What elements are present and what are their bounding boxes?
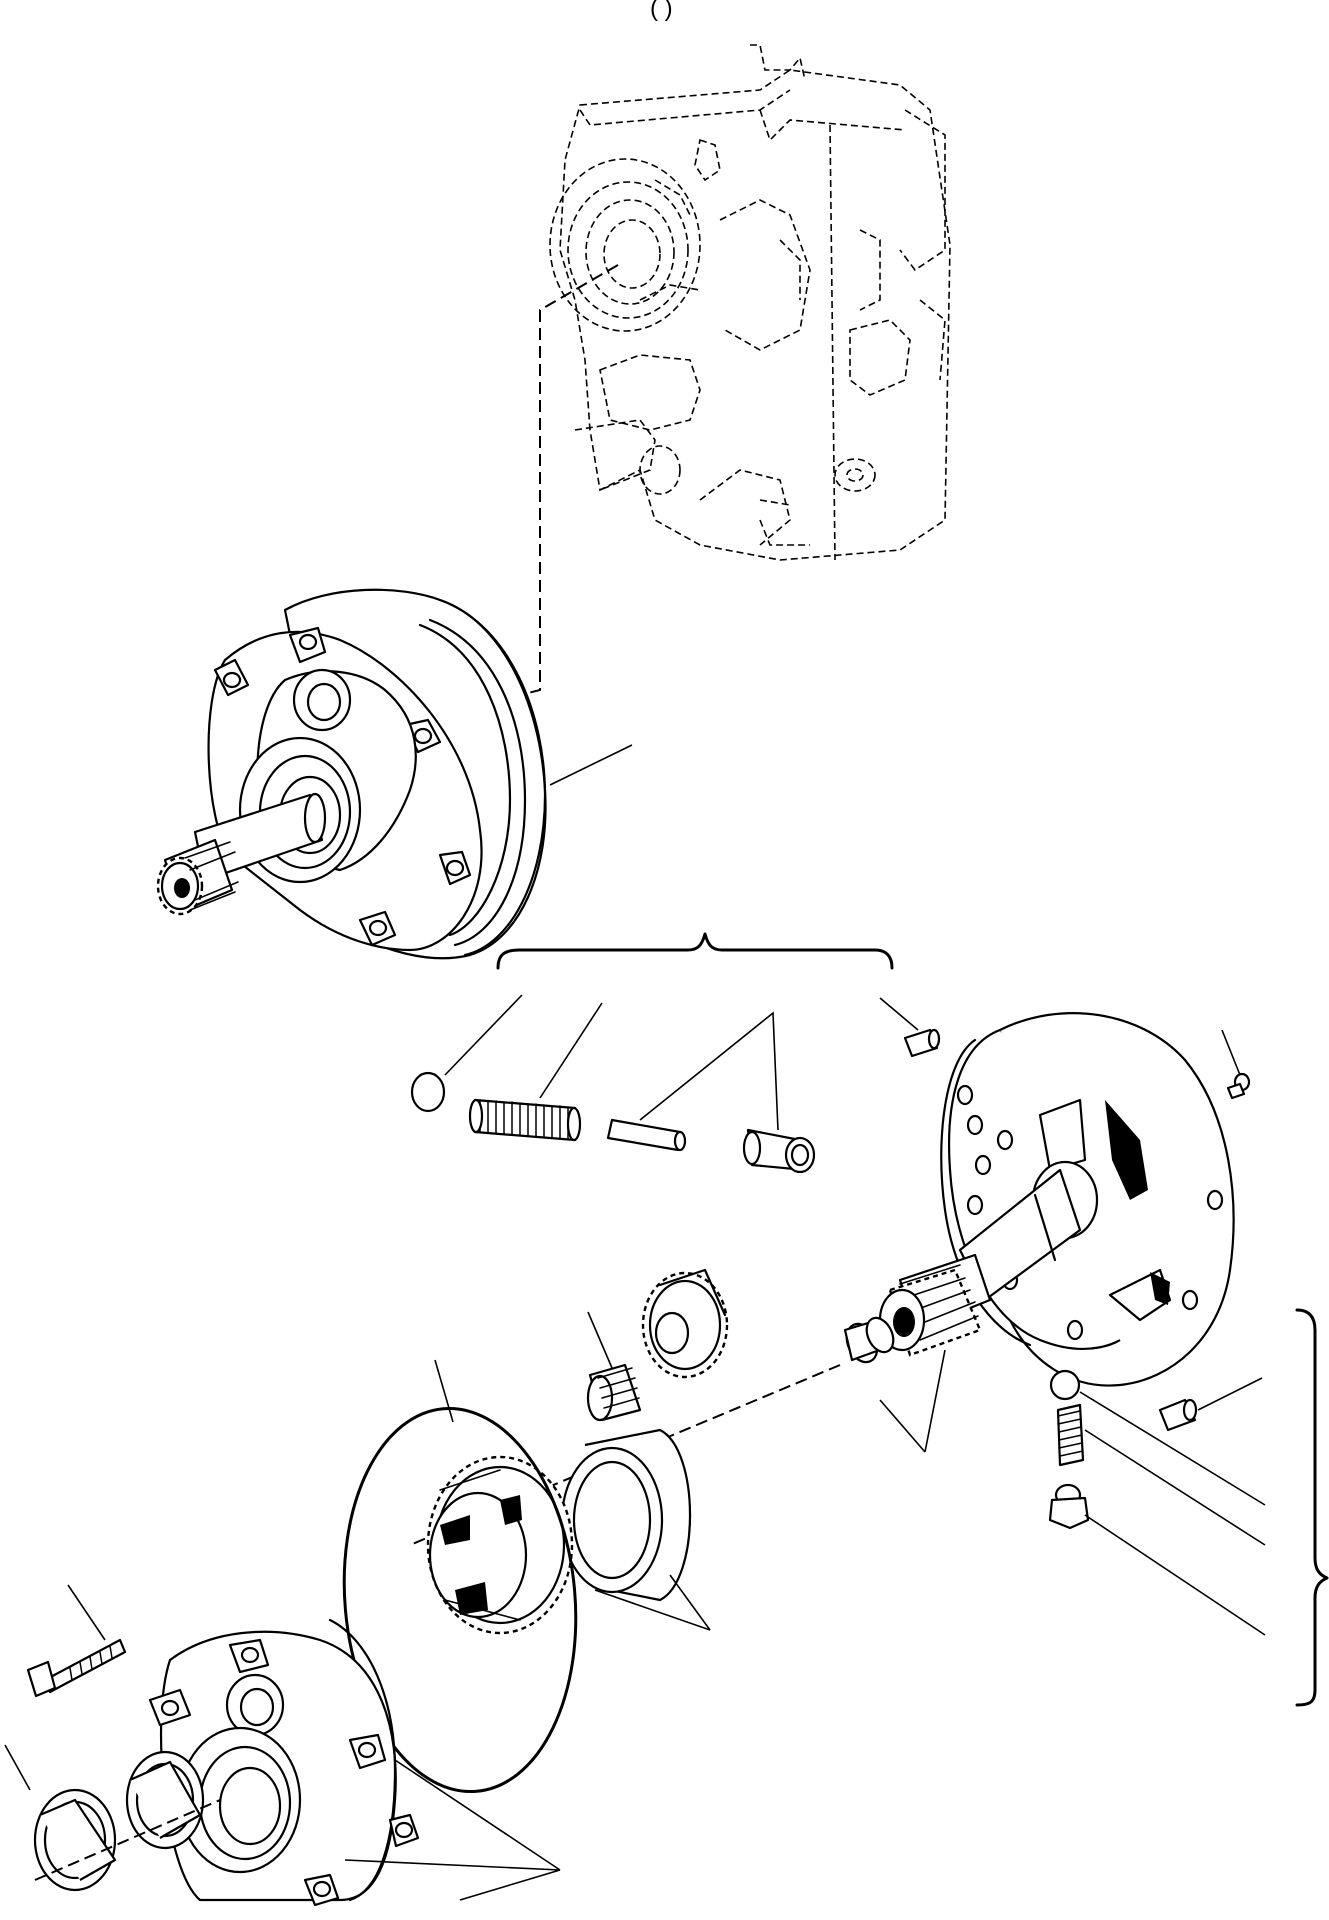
pump-assembly [156,588,547,960]
check-dowel-pin [1158,1398,1198,1432]
dowel-pin [903,1028,941,1058]
mounting-line [519,264,619,696]
transmission-case [549,44,951,561]
leader-pump-assembly [549,744,633,786]
drive-shaft [878,1160,1099,1357]
bracket-check-valve [1295,1308,1329,1707]
relief-valve-plug [742,1128,816,1174]
check-spring [1056,1403,1085,1467]
inner-gear [426,1455,574,1635]
check-ball [1049,1369,1081,1401]
bracket-relief-valve [496,932,894,970]
bushing [560,1428,692,1602]
top-label: ( ) [650,0,673,22]
o-ring [342,1406,578,1794]
relief-valve-pin [606,1118,687,1152]
driven-gear [641,1268,729,1379]
cap-screw [26,1638,127,1698]
pump-cover [148,1618,420,1907]
relief-valve-ball [410,1071,446,1113]
lip-seal [33,1750,205,1892]
seal-ring [843,1316,895,1364]
relief-valve-spring [468,1098,582,1142]
needle-bearing [586,1363,642,1422]
small-screw [1226,1072,1251,1100]
check-plug [1048,1483,1090,1530]
